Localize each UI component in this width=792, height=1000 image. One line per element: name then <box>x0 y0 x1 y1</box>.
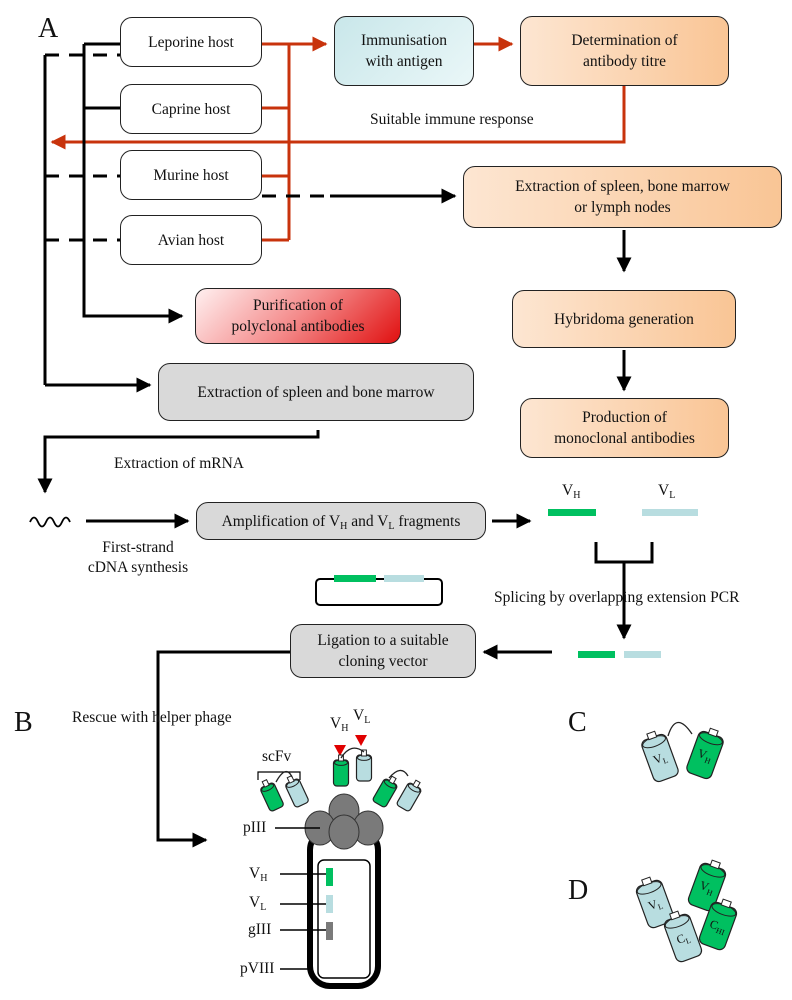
scfv-right-vl <box>396 779 422 812</box>
panel-d-ch-domain-text: CHI <box>707 917 728 938</box>
giii-label: gIII <box>248 921 272 938</box>
cloning-vector-plasmid <box>315 578 443 606</box>
extraction-spleen-box: Extraction of spleen and bone marrow <box>158 363 474 421</box>
red-marker-vh <box>334 745 346 756</box>
vh-v: V <box>562 482 574 499</box>
panel-d-vh-domain: VH <box>687 859 727 912</box>
scfv-label: scFv <box>262 748 292 765</box>
amp-sub-l: L <box>388 520 395 532</box>
amp-sub-h: H <box>340 520 348 532</box>
top-vh-sub: H <box>341 723 349 734</box>
scfv-top-linker <box>340 747 365 759</box>
vector-vl-insert <box>384 575 424 582</box>
scfv-left-linker <box>275 770 293 783</box>
genome-vh-v: V <box>249 865 261 882</box>
genome-vl-segment <box>326 895 333 913</box>
genome-giii-segment <box>326 922 333 940</box>
mrna-squiggle <box>29 516 71 528</box>
splicing-bracket <box>594 542 654 564</box>
vl-sub: L <box>669 490 676 501</box>
caprine-host-box: Caprine host <box>120 84 262 134</box>
host-trunk-lines <box>43 42 184 393</box>
amp-text-3: fragments <box>394 512 461 530</box>
top-vl-label: VL <box>353 706 370 726</box>
panel-d-cl-domain: CL <box>663 910 703 963</box>
scfv-bracket <box>257 771 301 780</box>
top-vh-label: VH <box>330 714 348 734</box>
amp-text-2: and V <box>347 512 389 530</box>
vl-fragment-label: VL <box>658 481 675 501</box>
red-immunisation-lines <box>50 36 626 242</box>
scfv-right-vh <box>372 775 398 808</box>
hybridoma-box: Hybridoma generation <box>512 290 736 348</box>
phage-particle <box>257 735 384 989</box>
spliced-vl-bar <box>624 651 661 658</box>
vh-fragment-label: VH <box>562 481 580 501</box>
panel-c-vh-domain-text: VH <box>695 746 714 766</box>
purification-box: Purification of polyclonal antibodies <box>195 288 401 344</box>
extraction-lymph-box: Extraction of spleen, bone marrow or lym… <box>463 166 782 228</box>
pviii-label: pVIII <box>240 960 275 977</box>
genome-vh-sub: H <box>260 873 268 884</box>
genome-vl-sub: L <box>260 902 267 913</box>
vector-vh-insert <box>334 575 376 582</box>
scfv-molecules: VL VH <box>260 721 724 812</box>
panel-label-d: D <box>568 875 589 906</box>
phage-genome <box>317 859 371 979</box>
avian-host-box: Avian host <box>120 215 262 265</box>
vl-v: V <box>658 482 670 499</box>
splicing-label: Splicing by overlapping extension PCR <box>494 589 740 606</box>
murine-host-box: Murine host <box>120 150 262 200</box>
scfv-top-vh <box>332 754 350 787</box>
piii-label: pIII <box>243 819 267 836</box>
panel-c-vh-domain: VH <box>686 727 724 780</box>
genome-vl-label: VL <box>249 893 266 913</box>
piii-proteins <box>304 793 384 850</box>
rescue-arrow <box>156 650 290 848</box>
dashed-host-links <box>45 53 330 242</box>
panel-label-a: A <box>38 13 59 44</box>
panel-d-ch-domain: CHI <box>698 898 738 951</box>
amp-text-1: Amplification of V <box>221 512 341 530</box>
scfv-top-vl <box>355 749 373 782</box>
scfv-left-vh <box>260 779 284 812</box>
amplification-box: Amplification of VH and VL fragments <box>196 502 486 540</box>
production-box: Production of monoclonal antibodies <box>520 398 729 458</box>
spliced-vh-bar <box>578 651 615 658</box>
genome-vh-label: VH <box>249 864 267 884</box>
leporine-host-box: Leporine host <box>120 17 262 67</box>
top-vl-sub: L <box>364 715 371 726</box>
red-marker-vl <box>355 735 367 746</box>
panel-d-vl-domain: VL <box>635 876 675 929</box>
scfv-right-linker <box>388 769 409 779</box>
scfv-left-vl <box>285 775 309 808</box>
mrna-label: Extraction of mRNA <box>114 455 245 472</box>
top-vl-v: V <box>353 707 365 724</box>
vl-fragment-bar <box>642 509 698 516</box>
panel-c-vl-domain: VL <box>641 730 679 783</box>
genome-vh-segment <box>326 868 333 886</box>
titre-box: Determination of antibody titre <box>520 16 729 86</box>
cdna-label: First-strand cDNA synthesis <box>87 539 189 576</box>
vh-fragment-bar <box>548 509 596 516</box>
phage-label-leaders <box>275 827 326 970</box>
panel-label-b: B <box>14 707 33 738</box>
immunisation-box: Immunisation with antigen <box>334 16 474 86</box>
panel-d-vh-domain-text: VH <box>697 878 716 898</box>
panel-c-linker <box>667 721 693 737</box>
vh-sub: H <box>573 490 581 501</box>
ligation-box: Ligation to a suitable cloning vector <box>290 624 476 678</box>
immune-response-label: Suitable immune response <box>370 111 534 128</box>
mrna-arrow <box>37 430 320 494</box>
panel-label-c: C <box>568 707 587 738</box>
rescue-label: Rescue with helper phage <box>72 709 232 726</box>
top-vh-v: V <box>330 715 342 732</box>
genome-vl-v: V <box>249 894 261 911</box>
